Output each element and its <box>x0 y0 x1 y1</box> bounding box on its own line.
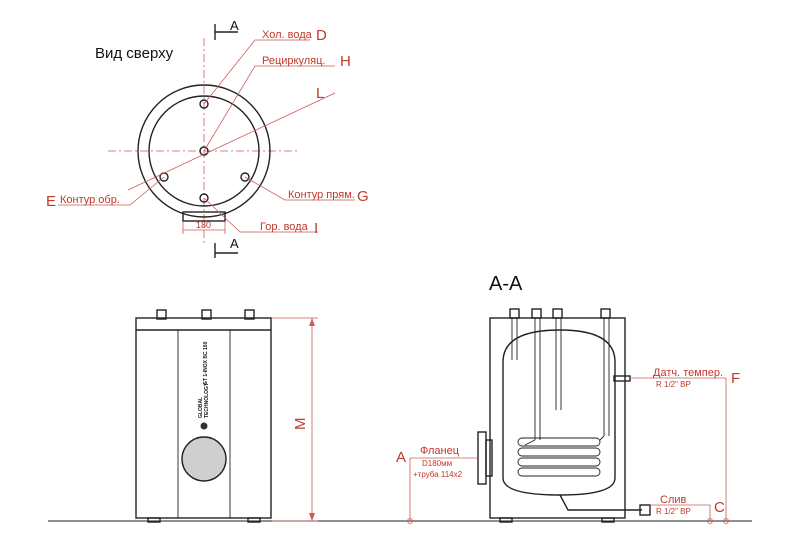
section-title: A-A <box>489 273 523 295</box>
temp-sensor-thread: R 1/2" ВР <box>656 380 691 389</box>
flow-circuit-port-icon <box>240 172 250 182</box>
return-circuit-letter: E <box>46 193 56 210</box>
dim-180-label: 180 <box>196 220 211 230</box>
section-mark-top: A <box>214 18 239 40</box>
drain-letter: C <box>714 499 725 516</box>
axis-l-line <box>127 92 336 191</box>
brand-logo-icon <box>200 422 208 430</box>
section-view: A-A <box>396 273 740 524</box>
recirculation-label: Рециркуляц. <box>262 55 325 67</box>
section-mark-bottom: A <box>214 236 239 258</box>
return-circuit-label: Контур обр. <box>60 194 120 206</box>
top-view-title: Вид сверху <box>95 45 174 62</box>
temp-sensor-label: Датч. темпер. <box>653 367 723 379</box>
return-circuit-leader <box>58 176 165 206</box>
flange-letter: A <box>396 449 406 466</box>
recirculation-leader <box>203 65 335 152</box>
flange-pipe: +труба 114x2 <box>413 470 463 479</box>
hot-water-leader <box>203 197 318 233</box>
temp-sensor-letter: F <box>731 370 740 387</box>
temp-sensor-sleeve <box>613 375 631 382</box>
dim-m-letter: M <box>292 418 309 431</box>
brand-line-1: GLOBAL <box>198 397 204 418</box>
flange-stub-top <box>182 211 226 222</box>
side-flange <box>477 431 487 485</box>
section-casing <box>489 317 626 519</box>
drain-pipe <box>559 494 642 511</box>
tank-inner-circle <box>148 95 260 207</box>
flow-circuit-letter: G <box>357 188 369 205</box>
drain-label: Слив <box>660 494 687 506</box>
drain-thread: R 1/2" ВР <box>656 507 691 516</box>
section-mark-bottom-label: A <box>230 236 239 251</box>
axis-l-letter: L <box>316 85 324 102</box>
front-casing <box>135 317 272 519</box>
hot-water-letter: I <box>314 220 318 237</box>
model-text: GT 1-INOX BC 150 <box>203 341 209 385</box>
flange-cover <box>181 436 227 482</box>
cold-water-letter: D <box>316 27 327 44</box>
flow-circuit-label: Контур прям. <box>288 189 355 201</box>
top-view: Вид сверху A A L Хол. вода <box>46 18 369 258</box>
inner-tank <box>502 329 616 496</box>
flow-circuit-leader <box>244 176 355 201</box>
cold-water-port-icon <box>199 99 209 109</box>
tank-outer-circle <box>137 84 271 218</box>
flange-size: D180мм <box>422 459 452 468</box>
section-mark-top-label: A <box>230 18 239 33</box>
heating-coil <box>517 437 601 477</box>
cold-water-leader <box>203 39 310 105</box>
recirculation-letter: H <box>340 53 351 70</box>
brand-line-2: TECHNOLOGY <box>204 382 210 418</box>
recirculation-port-icon <box>199 146 209 156</box>
hot-water-port-icon <box>199 193 209 203</box>
hot-water-label: Гор. вода <box>260 221 309 233</box>
front-view: GLOBAL TECHNOLOGY GT 1-INOX BC 150 M <box>135 309 318 523</box>
cold-water-label: Хол. вода <box>262 29 313 41</box>
flange-label: Фланец <box>420 445 460 457</box>
